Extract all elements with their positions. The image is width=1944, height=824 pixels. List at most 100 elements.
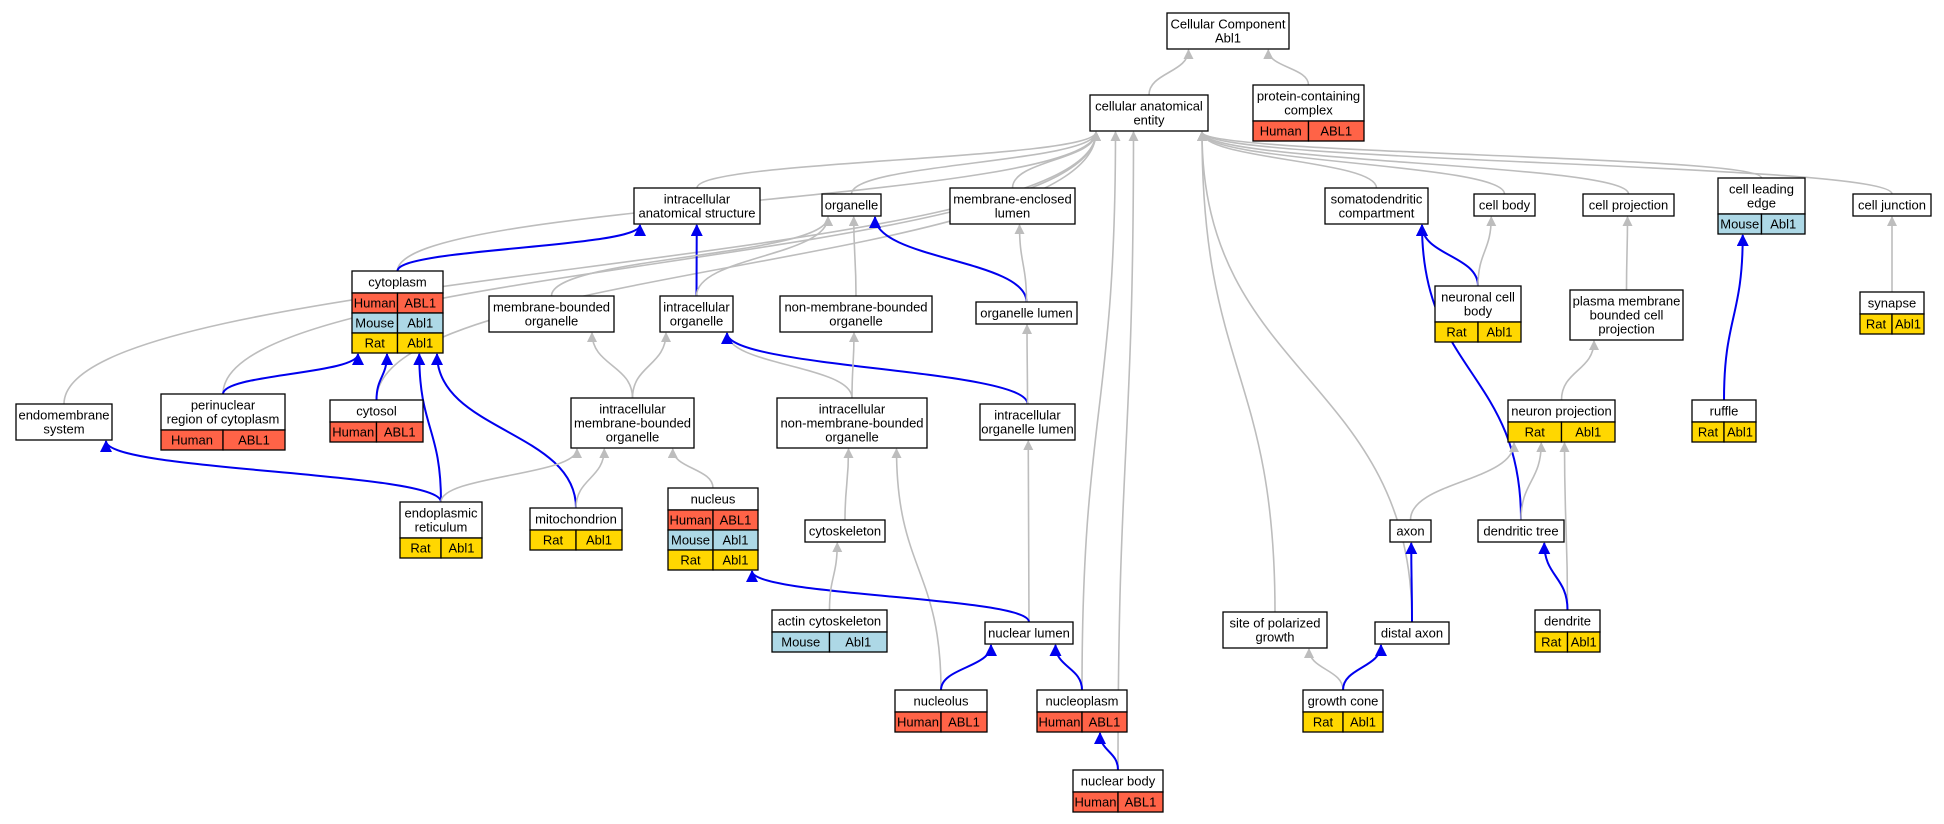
edge-olumen-to-organelle xyxy=(869,216,1028,303)
edge-cellbody-to-cae xyxy=(1197,131,1506,195)
node-label: Abl1 xyxy=(1215,31,1241,46)
edge-iol-to-olumen xyxy=(1022,324,1033,405)
edge-dendrite-to-np xyxy=(1559,442,1570,611)
edge-mito-to-cytoplasm xyxy=(431,353,577,509)
node-label: endomembrane xyxy=(18,408,109,423)
node-label: axon xyxy=(1396,524,1424,539)
edge-mito-to-imbo xyxy=(575,448,610,509)
edge-imbo-to-mbo xyxy=(587,332,634,399)
gene-cell xyxy=(575,529,623,551)
gene-cell xyxy=(712,549,759,571)
node-inmbo[interactable]: intracellularnon-membrane-boundedorganel… xyxy=(776,397,928,449)
gene-cell-label: ABL1 xyxy=(1089,715,1121,730)
node-label: entity xyxy=(1133,113,1165,128)
node-cellproj[interactable]: cell projection xyxy=(1582,193,1675,217)
edge-nmbo-to-organelle xyxy=(848,216,859,297)
gene-cell-label: ABL1 xyxy=(384,425,416,440)
edge-sdc-to-cae xyxy=(1197,131,1378,189)
edge-ias-to-cae xyxy=(696,131,1101,189)
edge-er-to-cytoplasm xyxy=(413,353,442,503)
edge-prc-to-cytoplasm xyxy=(222,353,364,395)
species-cell-label: Mouse xyxy=(781,635,820,650)
node-box xyxy=(160,393,286,431)
edge-mbo-to-organelle xyxy=(550,216,833,297)
node-nlumen[interactable]: nuclear lumen xyxy=(984,621,1074,645)
node-dtree[interactable]: dendritic tree xyxy=(1477,519,1565,543)
gene-cell-label: ABL1 xyxy=(720,513,752,528)
node-label: ruffle xyxy=(1710,404,1739,419)
node-box xyxy=(399,501,483,539)
node-label: organelle lumen xyxy=(980,306,1073,321)
edge-imbo-to-io xyxy=(631,332,671,399)
node-cytoskel[interactable]: cytoskeleton xyxy=(804,519,886,543)
node-organelle[interactable]: organelle xyxy=(821,193,882,217)
gene-cell-label: ABL1 xyxy=(1320,124,1352,139)
gene-cell-label: ABL1 xyxy=(238,433,270,448)
node-box xyxy=(659,295,734,333)
node-box xyxy=(1222,611,1328,649)
node-label: neuron projection xyxy=(1511,404,1611,419)
edge-inmbo-to-io xyxy=(722,332,853,399)
species-cell-label: Rat xyxy=(1446,325,1467,340)
species-cell-label: Human xyxy=(897,715,939,730)
edge-ncb-to-cellbody xyxy=(1477,216,1497,287)
edge-io-to-organelle xyxy=(695,216,833,297)
species-cell-label: Rat xyxy=(365,336,386,351)
species-cell-label: Rat xyxy=(543,533,564,548)
node-cellbody[interactable]: cell body xyxy=(1473,193,1536,217)
edge-pcc-to-root xyxy=(1263,49,1310,86)
species-cell-label: Rat xyxy=(680,553,701,568)
edge-er-to-imbo xyxy=(440,448,582,503)
node-olumen[interactable]: organelle lumen xyxy=(975,301,1078,325)
node-daxon[interactable]: distal axon xyxy=(1374,621,1450,645)
node-label: organelle xyxy=(670,314,724,329)
node-box xyxy=(1717,177,1806,215)
node-cj[interactable]: cell junction xyxy=(1852,193,1932,217)
node-label: non-membrane-bounded xyxy=(784,300,927,315)
edge-olumen-to-mel xyxy=(1014,224,1028,303)
node-box xyxy=(821,193,882,217)
node-label: dendrite xyxy=(1544,614,1591,629)
node-axon[interactable]: axon xyxy=(1389,519,1432,543)
node-box xyxy=(949,187,1076,225)
node-label: anatomical structure xyxy=(638,206,755,221)
node-label: nuclear lumen xyxy=(988,626,1070,641)
node-box xyxy=(1477,519,1565,543)
edge-spg-to-cae xyxy=(1197,131,1276,613)
gene-cell-label: Abl1 xyxy=(1571,635,1597,650)
node-box xyxy=(984,621,1074,645)
node-box xyxy=(633,187,761,225)
node-label: cell body xyxy=(1479,198,1531,213)
